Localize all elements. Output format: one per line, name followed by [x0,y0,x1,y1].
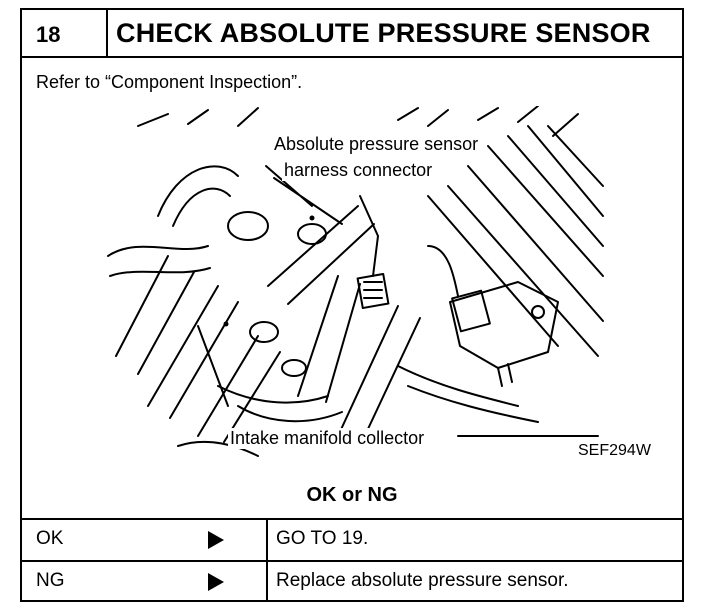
result-action: Replace absolute pressure sensor. [276,570,569,591]
arrow-right-icon [208,531,224,549]
figure-code: SEF294W [578,442,651,459]
refer-text: Refer to “Component Inspection”. [36,72,303,92]
label-sensor-line2: harness connector [282,160,435,181]
step-number: 18 [36,22,61,47]
ok-or-ng-heading: OK or NG [306,484,398,506]
arrow-right-icon [208,573,224,591]
label-sensor-line1: Absolute pressure sensor [272,134,481,155]
results-top-rule [22,518,682,520]
result-label: OK [36,528,64,549]
procedure-box: 18 CHECK ABSOLUTE PRESSURE SENSOR Refer … [20,8,684,602]
header-divider [106,10,108,56]
label-manifold: Intake manifold collector [228,428,427,449]
result-action: GO TO 19. [276,528,369,549]
results-divider [266,518,268,602]
result-label: NG [36,570,65,591]
engine-bay-drawing [107,105,604,457]
engine-illustration: Absolute pressure sensor harness connect… [98,105,608,466]
header-rule [22,56,682,58]
step-title: CHECK ABSOLUTE PRESSURE SENSOR [116,18,651,48]
results-mid-rule [22,560,682,562]
